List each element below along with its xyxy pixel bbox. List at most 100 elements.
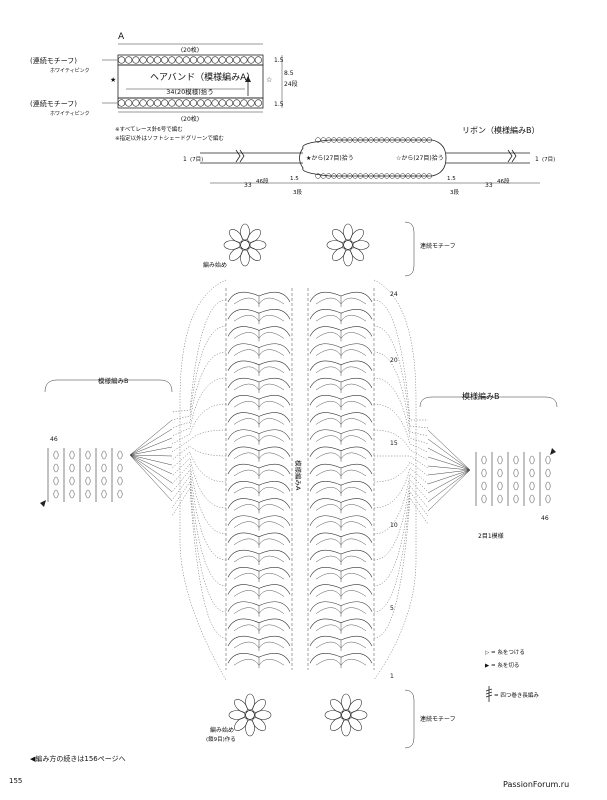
- side-top: 1.5: [274, 57, 284, 64]
- chain-right: [545, 468, 551, 478]
- note-1: ※すべてレース針6号で編む: [115, 125, 183, 133]
- outer-curve-right: [373, 279, 417, 681]
- band-motif: [153, 56, 162, 64]
- band-motif: [225, 99, 234, 107]
- pickup-curve-right: [373, 325, 429, 429]
- fan-stitch-right: [427, 465, 471, 471]
- ribbon-bead: [373, 137, 379, 143]
- ribbon-bead: [352, 137, 358, 143]
- band-motif: [247, 56, 255, 64]
- ribbon-bead: [426, 173, 432, 179]
- band-motif: [197, 56, 205, 64]
- label-start-bottom: 編み始め: [210, 726, 234, 734]
- ribbon-pickup-right: ☆から(27目)拾う: [396, 154, 444, 162]
- ribbon-break-right: [507, 149, 517, 163]
- pickup-curve-left: [171, 325, 227, 421]
- legend-quad-tick2: [485, 691, 493, 695]
- ribbon-bead: [389, 137, 395, 143]
- pickup-curve-right: [374, 455, 429, 469]
- flower-petal: [332, 229, 346, 243]
- flower-petal: [249, 240, 267, 250]
- band-motif: [146, 99, 154, 107]
- band-motif: [139, 56, 147, 64]
- chain-left: [117, 463, 123, 473]
- flower-petal: [229, 229, 243, 243]
- ribbon-bead: [357, 137, 364, 143]
- ribbon-bead: [336, 137, 342, 143]
- band-motif: [182, 56, 190, 64]
- flower-petal: [348, 699, 362, 713]
- pickup-curve-right: [373, 429, 429, 461]
- chain-right: [481, 468, 487, 478]
- flower-petal: [348, 717, 362, 731]
- chain-right: [529, 481, 535, 491]
- pickup-curve-right: [373, 403, 429, 453]
- ribbon-bead: [315, 137, 321, 143]
- flower-petal: [240, 223, 250, 241]
- ribbon-bead: [373, 173, 379, 179]
- ribbon-bead: [378, 173, 385, 179]
- flower-center: [240, 240, 250, 250]
- band-motif: [182, 99, 190, 107]
- chain-left: [85, 489, 91, 499]
- label-pattern-a: 模様編みA: [294, 460, 303, 491]
- ribbon-bead: [357, 173, 364, 179]
- dim-right-rows: 46段: [497, 177, 510, 185]
- motif-color-top: ホワイティピンク: [50, 68, 90, 74]
- band-motif: [146, 56, 154, 64]
- fan-stitch-right: [427, 469, 471, 503]
- chain-left: [69, 476, 75, 486]
- ribbon-loop: [299, 139, 447, 177]
- ribbon-bead: [352, 173, 358, 179]
- pickup-curve-left: [171, 403, 227, 445]
- ribbon-bead: [410, 173, 417, 179]
- band-motif: [218, 99, 226, 107]
- chain-right: [497, 494, 503, 504]
- side-bottom: 1.5: [274, 101, 284, 108]
- band-motif: [189, 56, 198, 64]
- fan-stitch-left: [129, 454, 173, 475]
- dim-mid-left: 1.5: [290, 176, 299, 182]
- pickup-curve-right: [373, 479, 429, 561]
- headband-title: ヘアバンド（模様編みA）: [150, 71, 255, 83]
- note-2: ※指定以外はソフトシェードグリーンで編む: [115, 134, 224, 142]
- pickup-curve-left: [171, 351, 227, 429]
- label-motif-bottom: 連続モチーフ: [420, 715, 456, 723]
- flower-center: [341, 710, 351, 720]
- band-motif: [117, 99, 126, 107]
- fan-stitch-left: [129, 454, 173, 502]
- pickup-curve-right: [373, 377, 429, 445]
- band-motif: [139, 99, 147, 107]
- dim-mid-right: 1.5: [447, 176, 456, 182]
- ribbon-bead: [384, 137, 390, 143]
- fan-stitch-left: [129, 428, 173, 456]
- ribbon-bead: [410, 137, 417, 143]
- flower-petal: [228, 710, 246, 720]
- band-motif: [125, 99, 133, 107]
- chain-left: [69, 489, 75, 499]
- pickup-curve-left: [171, 469, 227, 561]
- motif-color-bottom: ホワイティピンク: [50, 111, 90, 117]
- page-number: 155: [9, 777, 22, 785]
- band-motif: [117, 56, 126, 64]
- flower-petal: [350, 710, 368, 720]
- flower-petal: [343, 249, 353, 267]
- watermark: PassionForum.ru: [503, 780, 569, 789]
- flower-petal: [234, 717, 248, 731]
- label-start-bottom-sub: (鎖9目)作る: [206, 735, 236, 743]
- band-motif: [204, 99, 212, 107]
- outer-curve-left: [179, 279, 227, 681]
- chain-left: [85, 463, 91, 473]
- dim-left-rows: 46段: [256, 177, 269, 185]
- headband-row-count: 34(20模様)拾う: [166, 87, 214, 96]
- ribbon-bead: [347, 173, 353, 179]
- ribbon-stitch-columns: [40, 419, 556, 512]
- motif-band-bottom-circles: [117, 99, 262, 107]
- label-start-top: 編み始め: [203, 261, 227, 269]
- ribbon-bead: [405, 173, 411, 179]
- dim-mid-right-rows: 3段: [450, 188, 459, 196]
- band-motif: [211, 99, 219, 107]
- pickup-curve-left: [171, 299, 227, 413]
- section-label: A: [118, 32, 125, 42]
- flower-petal: [343, 223, 353, 241]
